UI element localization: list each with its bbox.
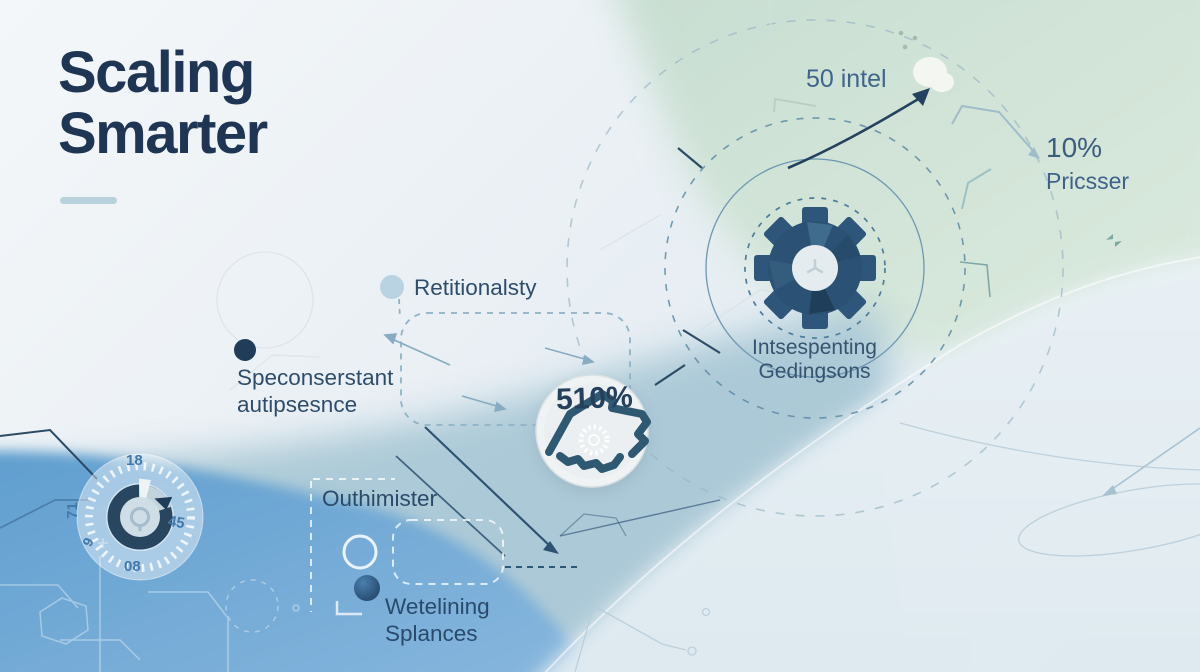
gauge-number-left: 71 — [63, 502, 81, 519]
gauge-number-right: 45 — [166, 512, 187, 533]
white-dashed-shapes — [310, 478, 504, 616]
label-right-metric-value: 10% — [1046, 132, 1103, 163]
badge-circle — [534, 374, 651, 494]
gear-center-glyph — [806, 259, 824, 274]
green-blob — [617, 0, 1200, 378]
pale-circuit-right — [574, 422, 1200, 672]
connector-right-2 — [961, 168, 992, 210]
thin-navy-line — [559, 499, 721, 537]
blue-circuit-lines — [0, 538, 300, 672]
navy-sphere — [354, 575, 380, 601]
label-retitionalsty: Retitionalsty — [414, 275, 537, 300]
arrow-up-right-icon — [787, 88, 930, 170]
label-outhimister: Outhimister — [322, 486, 438, 511]
band-mini-arrows — [383, 333, 595, 413]
gauge-number-top: 18 — [126, 452, 143, 469]
gauge-dial-icon — [76, 453, 204, 581]
white-swoosh — [543, 256, 1200, 672]
gear-orbit-circles — [566, 19, 1064, 517]
light-vertical-line — [769, 0, 773, 97]
swoosh-edge-highlight — [544, 256, 1200, 672]
label-top-right-metric: 50 intel — [806, 65, 887, 93]
thin-arrow-bottom-right — [1102, 427, 1200, 496]
gauge-center-glyph — [130, 507, 150, 531]
dots-triple — [898, 30, 918, 50]
badge-value: 510% — [555, 380, 634, 417]
gear-icon — [754, 207, 876, 329]
label-right-metric-name: Pricsser — [1046, 168, 1130, 194]
gauge-number-bottom: 08 — [124, 558, 141, 575]
badge-gear-icon — [545, 390, 651, 473]
short-navy-segments — [654, 147, 721, 386]
dashed-box — [400, 312, 631, 426]
navy-dot — [234, 339, 256, 361]
corner-bracket-top — [773, 97, 817, 113]
cloud-blob-icon — [913, 57, 954, 92]
connector-right-1 — [951, 104, 1040, 159]
corner-bracket-right — [959, 261, 991, 298]
long-diagonal-arrow — [395, 426, 559, 557]
sparkle-icon — [1106, 234, 1122, 247]
faint-circle — [216, 251, 314, 349]
node-dot-light — [380, 275, 404, 299]
white-ring — [342, 534, 378, 570]
node-dashed-stem — [398, 298, 401, 319]
progress-arrow-icon — [154, 496, 173, 511]
title-underline — [60, 197, 117, 204]
